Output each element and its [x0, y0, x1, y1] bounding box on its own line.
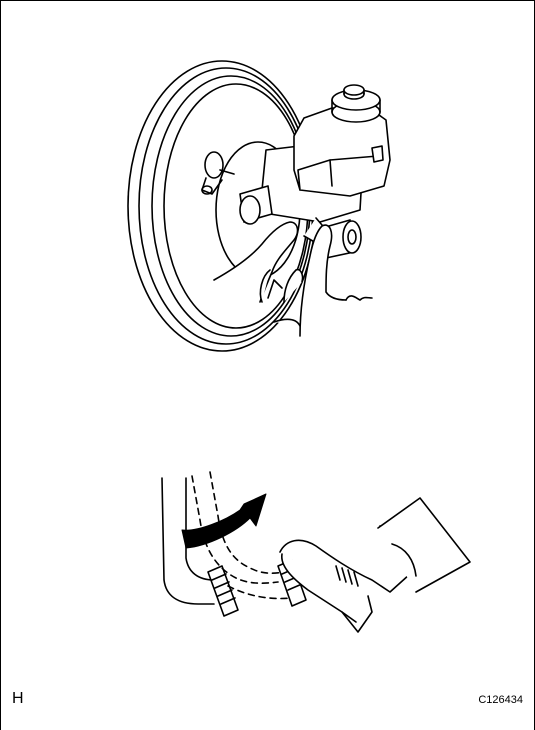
- figure-code: C126434: [478, 694, 523, 706]
- pedal-pad: [208, 566, 238, 616]
- brake-booster-illustration: [128, 61, 390, 351]
- foot-on-pedal: [280, 498, 470, 632]
- figure-corner-label: H: [12, 690, 24, 708]
- brake-pedal-illustration: [162, 472, 470, 632]
- reservoir: [294, 85, 390, 196]
